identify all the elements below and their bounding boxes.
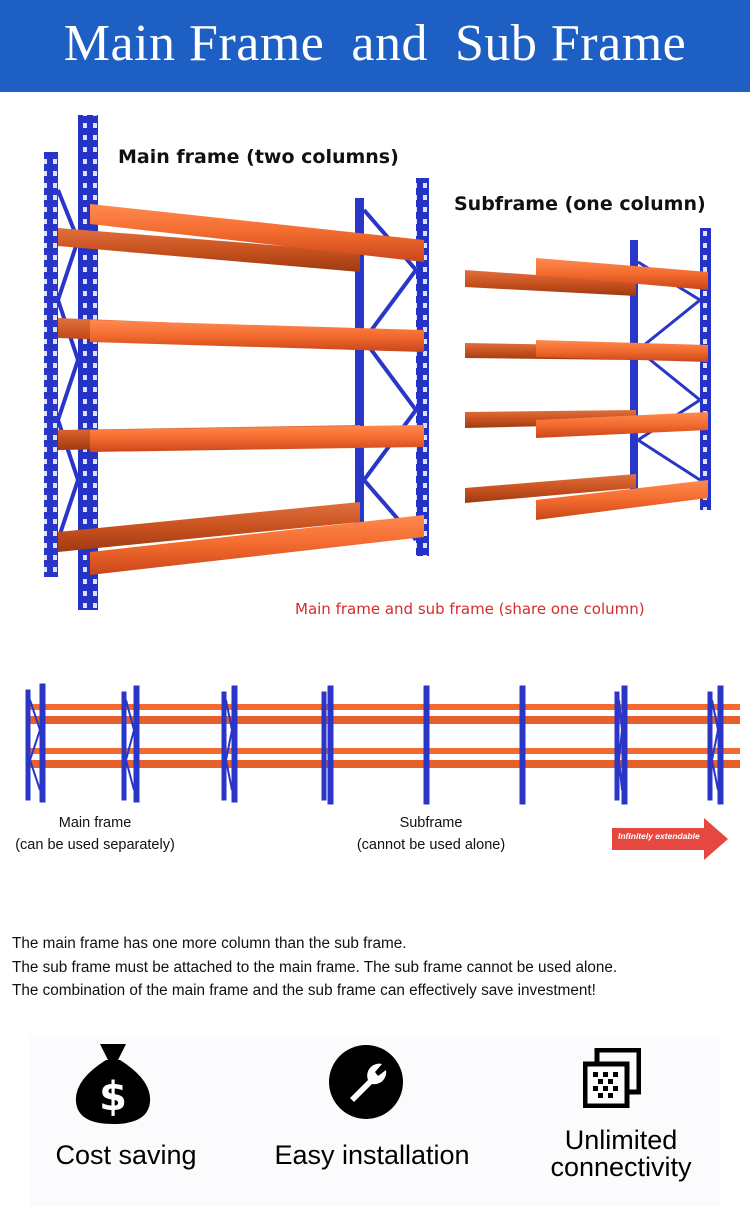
- header-banner: Main Frame and Sub Frame: [0, 0, 750, 92]
- subframe-label: Subframe (one column): [454, 193, 706, 215]
- share-column-note: Main frame and sub frame (share one colu…: [295, 600, 645, 618]
- feature-unlimited-connectivity-label: Unlimited connectivity: [526, 1127, 716, 1181]
- main-frame-rack: [44, 115, 429, 610]
- main-frame-row-label: Main frame (can be used separately): [4, 812, 186, 856]
- subframe-row-label: Subframe (cannot be used alone): [340, 812, 522, 856]
- description: The main frame has one more column than …: [12, 932, 617, 1003]
- page-title: Main Frame and Sub Frame: [63, 15, 687, 72]
- wrench-icon: [329, 1045, 403, 1119]
- feature-unlimited-line1: Unlimited: [564, 1125, 678, 1155]
- feature-cost-saving-label: Cost saving: [55, 1140, 197, 1170]
- extend-arrow-icon: [612, 818, 728, 860]
- extendable-label: Infinitely extendable: [618, 831, 700, 841]
- connectivity-grid-icon: [583, 1048, 641, 1108]
- svg-text:$: $: [99, 1074, 127, 1120]
- description-line: The sub frame must be attached to the ma…: [12, 958, 618, 976]
- money-bag-icon: $: [75, 1044, 151, 1124]
- subframe-row-title: Subframe: [399, 815, 463, 831]
- subframe-row-subtitle: (cannot be used alone): [356, 837, 506, 853]
- main-frame-label: Main frame (two columns): [118, 146, 399, 168]
- combined-row-rack: [25, 683, 740, 805]
- feature-unlimited-line2: connectivity: [550, 1152, 692, 1182]
- description-line: The combination of the main frame and th…: [12, 982, 596, 999]
- main-frame-row-title: Main frame: [58, 815, 132, 831]
- subframe-rack: [465, 228, 711, 520]
- description-line: The main frame has one more column than …: [12, 935, 407, 952]
- feature-easy-installation-label: Easy installation: [274, 1140, 470, 1170]
- rack-illustrations: [25, 115, 740, 805]
- main-frame-row-subtitle: (can be used separately): [15, 837, 175, 853]
